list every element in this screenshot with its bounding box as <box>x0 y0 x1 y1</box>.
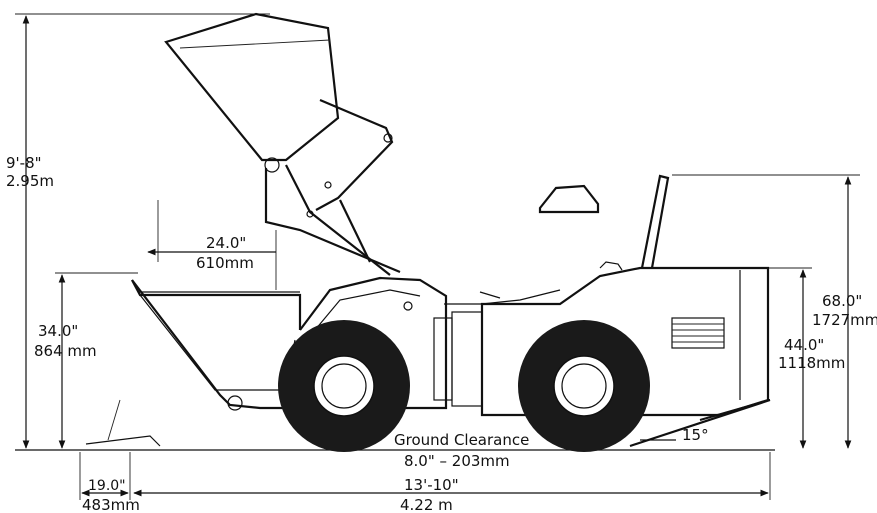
lowered-bucket <box>131 279 302 411</box>
ground-clearance-value: 8.0" – 203mm <box>404 452 510 470</box>
rear-ramp <box>629 398 771 448</box>
overall-height-imperial: 9'-8" <box>6 154 42 172</box>
rear-wheel <box>518 320 650 452</box>
front-wheel <box>278 320 410 452</box>
articulation-joint <box>433 303 483 407</box>
canopy-height-metric: 1727mm <box>812 311 877 329</box>
engine-grille <box>671 317 725 349</box>
bottom-dimensions <box>79 452 771 500</box>
rear-height-dimension <box>768 267 812 449</box>
front-frame <box>299 276 448 410</box>
operator-canopy <box>538 174 670 271</box>
bucket-height-metric: 864 mm <box>34 342 97 360</box>
bucket-depth-dimension <box>147 200 277 290</box>
raised-bucket <box>164 12 340 189</box>
wheelbase-imperial: 13'-10" <box>404 476 459 494</box>
rear-height-metric: 1118mm <box>778 354 845 372</box>
departure-angle-label: 15° <box>682 426 709 444</box>
front-overhang-metric: 483mm <box>82 496 140 513</box>
canopy-height-imperial: 68.0" <box>822 292 862 310</box>
front-overhang-imperial: 19.0" <box>88 478 126 494</box>
bucket-depth-metric: 610mm <box>196 254 254 272</box>
wheelbase-metric: 4.22 m <box>400 496 453 513</box>
bucket-height-dimension <box>55 272 138 449</box>
bucket-tip-shadow <box>85 435 161 447</box>
overall-height-metric: 2.95m <box>6 172 54 190</box>
bucket-height-imperial: 34.0" <box>38 322 78 340</box>
rear-height-imperial: 44.0" <box>784 336 824 354</box>
bucket-depth-imperial: 24.0" <box>206 234 246 252</box>
canopy-height-dimension <box>672 174 860 449</box>
ground-clearance-label: Ground Clearance <box>394 431 529 449</box>
overall-height-dimension <box>15 13 270 449</box>
lift-arms <box>264 98 401 276</box>
